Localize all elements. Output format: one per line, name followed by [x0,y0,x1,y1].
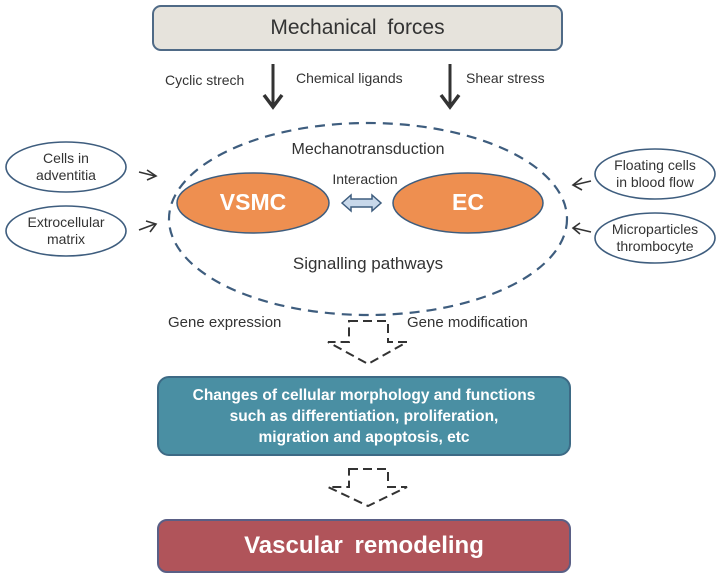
gene-modification-label: Gene modification [407,314,528,331]
input-ellipse-floating-cells [594,148,716,200]
down-arrow-right-icon [439,64,461,110]
mechanotransduction-boundary [167,121,569,317]
ec-cell [392,172,544,234]
dashed-down-arrow-1-icon [327,320,411,366]
input-line: Cells in [43,150,89,166]
input-line: in blood flow [616,174,694,190]
arrow-in-right-1-icon [571,177,592,191]
interaction-label: Interaction [332,171,398,187]
cellular-changes-line: migration and apoptosis, etc [258,428,470,446]
force-label-chemical-ligands: Chemical ligands [296,70,403,86]
vascular-remodeling-box: Vascular remodeling [157,519,571,573]
mechanical-forces-box: Mechanical forces [152,5,563,51]
input-line: thrombocyte [616,238,694,254]
vsmc-label: VSMC [219,189,287,215]
arrow-in-left-1-icon [138,169,158,181]
input-text-extracellular-matrix: Extrocellular matrix [6,214,126,248]
interaction-double-arrow-icon [340,193,383,213]
input-line: Microparticles [611,221,699,237]
input-text-cells-adventitia: Cells in adventitia [6,150,126,184]
signalling-pathways-label: Signalling pathways [292,254,444,273]
arrow-in-right-2-icon [571,222,592,235]
input-ellipse-extracellular-matrix [5,205,127,257]
cellular-changes-line: such as differentiation, proliferation, [229,407,499,425]
vsmc-cell [176,172,330,234]
down-arrow-left-icon [262,64,284,110]
input-text-microparticles: Microparticles thrombocyte [595,221,715,255]
mechanotransduction-label: Mechanotransduction [291,141,445,158]
input-text-floating-cells: Floating cells in blood flow [595,157,715,191]
gene-expression-label: Gene expression [168,314,282,331]
input-line: Floating cells [614,157,696,173]
input-line: Extrocellular [27,214,105,230]
cellular-changes-line: Changes of cellular morphology and funct… [192,386,536,404]
force-label-cyclic-stretch: Cyclic strech [165,72,245,88]
arrow-in-left-2-icon [138,220,158,233]
input-ellipse-cells-adventitia [5,141,127,193]
input-line: adventitia [36,167,96,183]
force-label-shear-stress: Shear stress [466,70,545,86]
mechanical-forces-label: Mechanical forces [270,16,445,39]
ec-label: EC [452,189,484,215]
input-ellipse-microparticles [594,212,716,264]
vascular-remodeling-label: Vascular remodeling [244,532,484,559]
dashed-down-arrow-2-icon [327,468,408,508]
cellular-changes-box: Changes of cellular morphology and funct… [157,376,571,456]
input-line: matrix [46,231,86,247]
